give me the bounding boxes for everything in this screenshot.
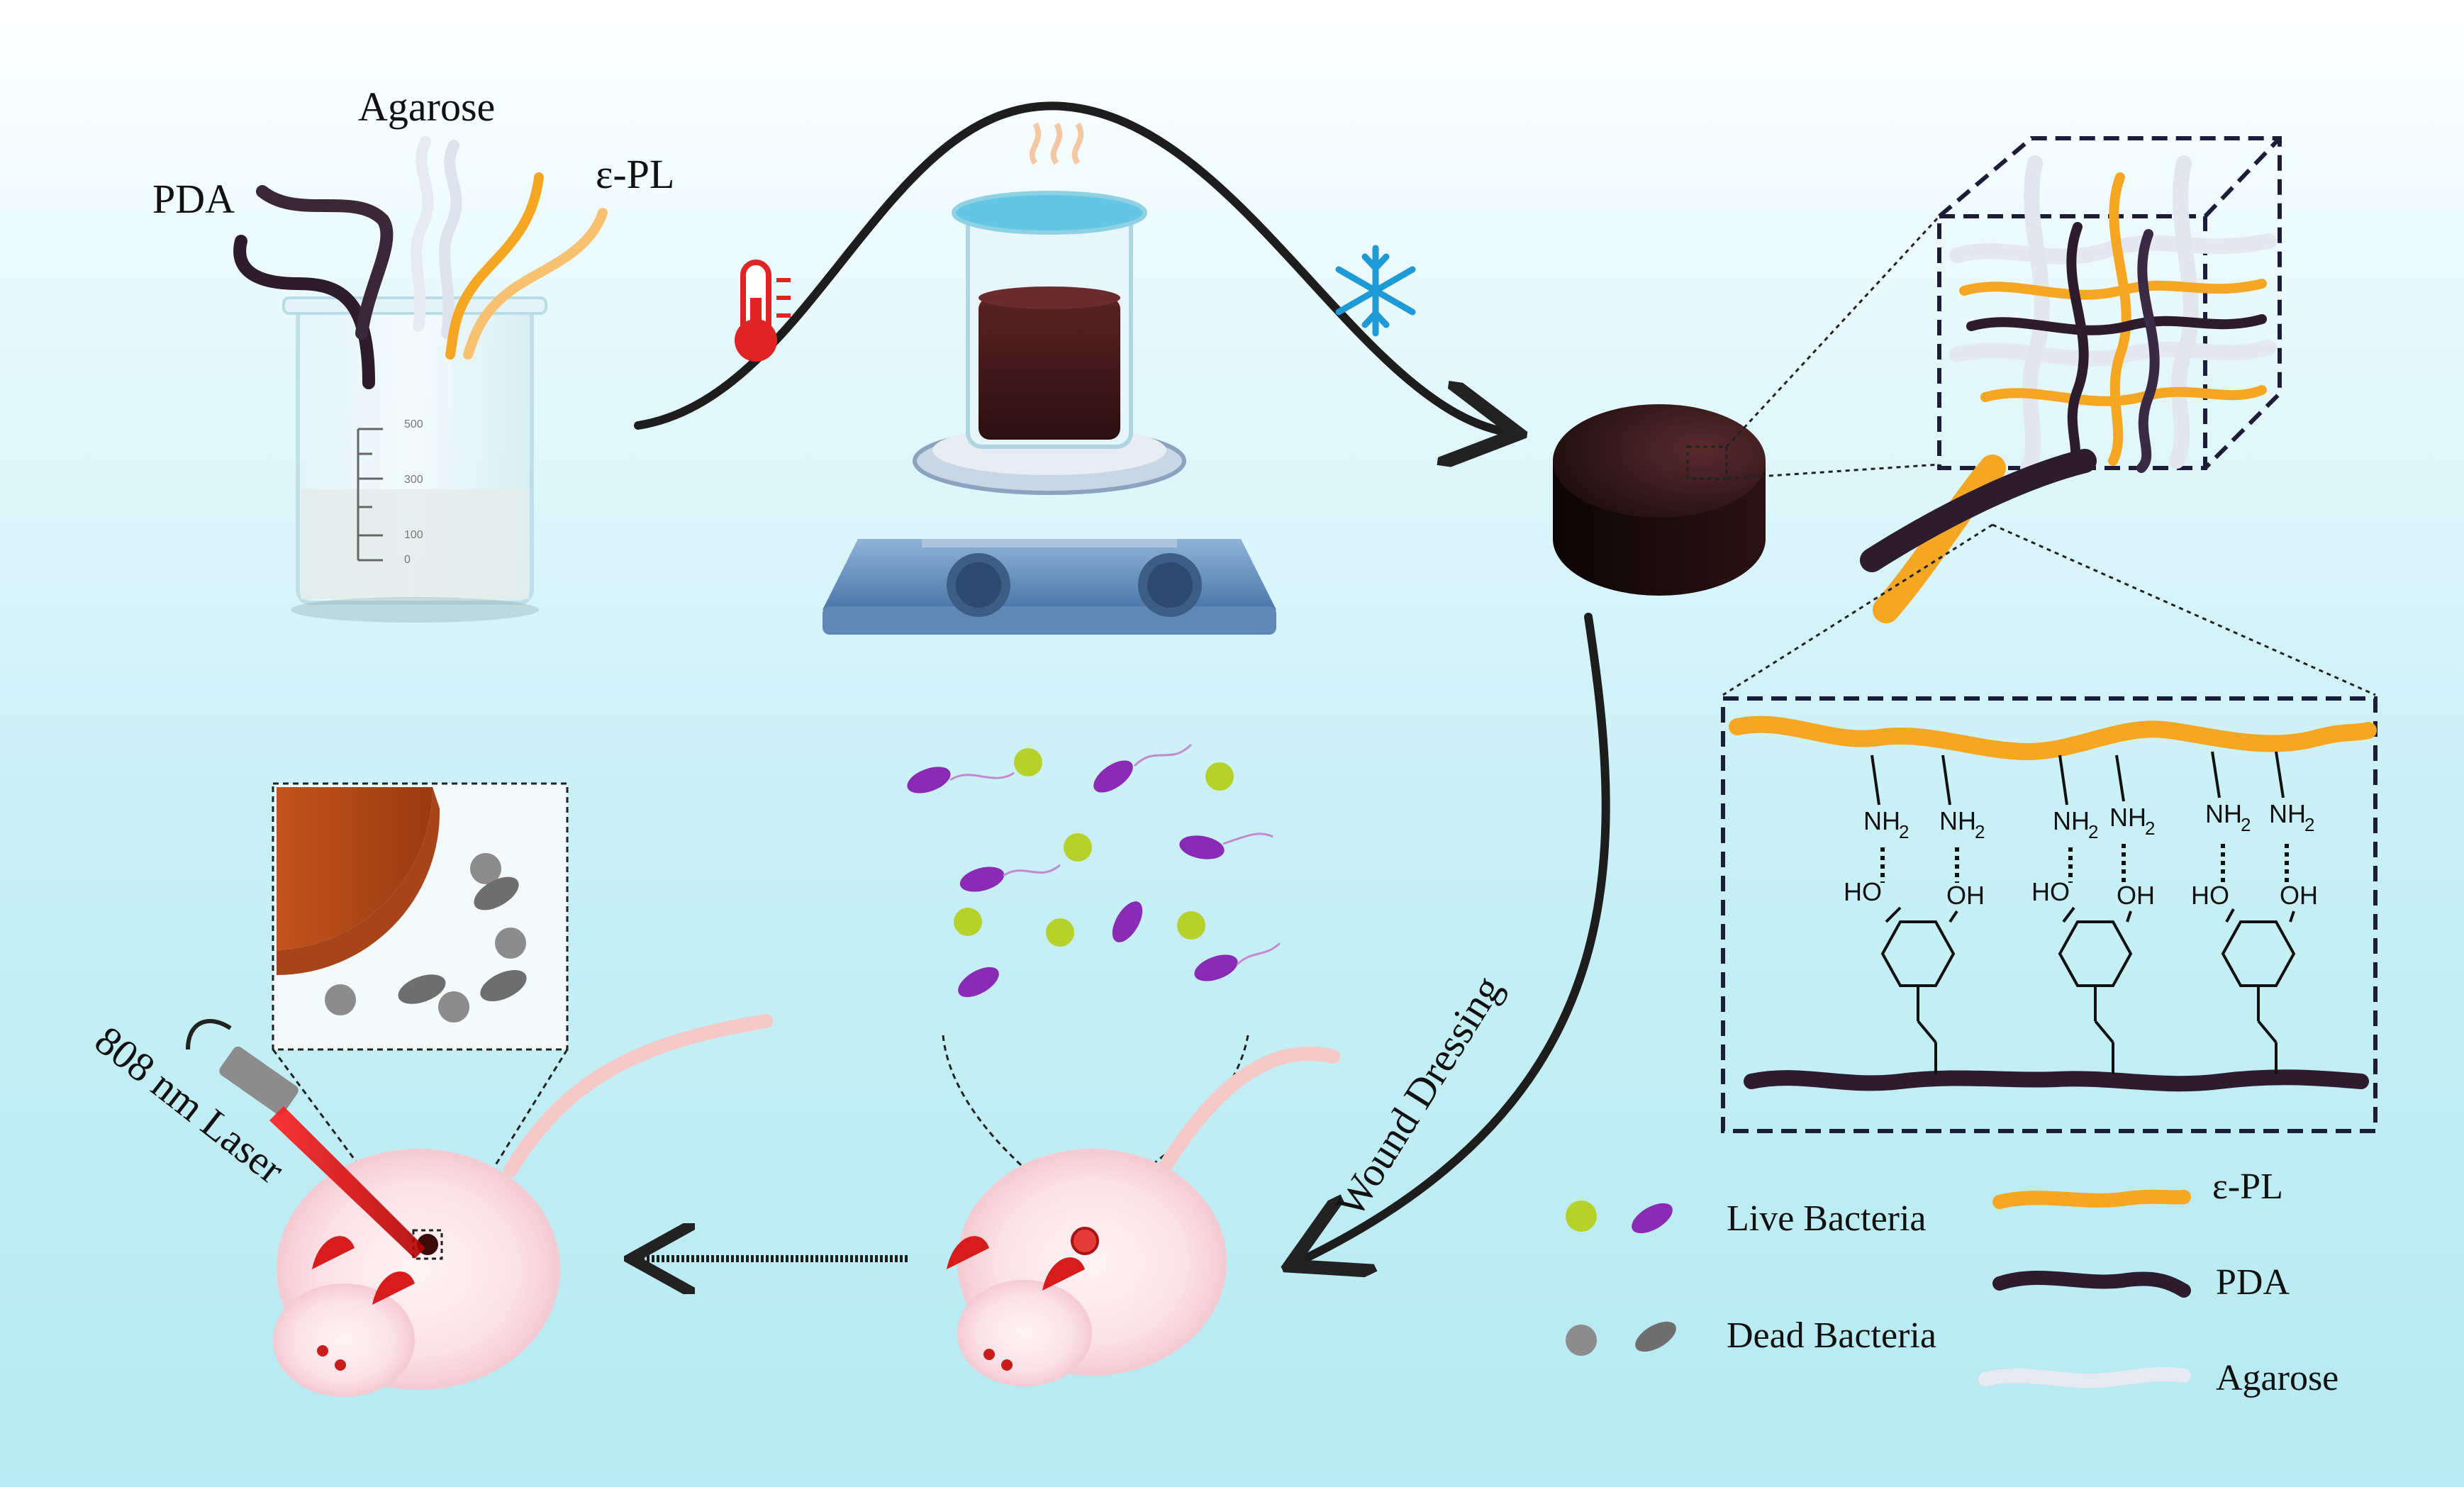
amine-1a: NH (1863, 806, 1900, 835)
catechol-unit-3: NH 2 NH 2 HO OH (2191, 751, 2318, 1074)
amine-2b: NH (2109, 803, 2146, 832)
beaker-scale (357, 428, 383, 562)
process-arc-arrow (634, 101, 1510, 433)
thermometer-icon (735, 260, 791, 362)
laser-device-icon (186, 1019, 425, 1259)
interaction-detail-box: NH 2 NH 2 HO OH NH 2 NH 2 HO (1721, 696, 2377, 1133)
heated-beaker (952, 122, 1147, 449)
amine-3a: NH (2205, 799, 2242, 828)
legend-epl-swatch (1992, 1189, 2191, 1209)
hydroxyl-1a: HO (1844, 877, 1882, 906)
detail-zoom-line-left (1722, 523, 1993, 696)
hydroxyl-2a: HO (2031, 877, 2070, 906)
legend-pda: PDA (2216, 1262, 2290, 1303)
legend-live-purple-swatch (1632, 1203, 1673, 1234)
pda-strand-2 (256, 185, 394, 340)
amine-3b: NH (2269, 799, 2306, 828)
pulled-fibers (1860, 449, 2097, 623)
zoom-line-bottom (1726, 463, 1940, 480)
label-pda: PDA (152, 176, 235, 222)
scale-100: 100 (404, 529, 423, 541)
amine-2b-sub: 2 (2145, 818, 2155, 839)
catechol-unit-1: NH 2 NH 2 HO OH (1844, 754, 1985, 1074)
scale-500: 500 (404, 418, 423, 430)
scale-0: 0 (404, 554, 411, 566)
amine-2a-sub: 2 (2088, 821, 2098, 842)
amine-3a-sub: 2 (2241, 814, 2251, 835)
legend-dead-rod-swatch (1635, 1321, 1676, 1352)
legend-live-green-swatch (1566, 1201, 1597, 1232)
mouse-wounded (947, 1046, 1340, 1386)
zoom-inset (272, 782, 569, 1051)
legend-live-bacteria: Live Bacteria (1727, 1198, 1927, 1239)
mixing-beaker: 500 300 100 0 (233, 136, 608, 623)
agarose-strand-1 (410, 136, 434, 332)
detail-zoom-line-right (1992, 523, 2376, 696)
epl-strand-2 (463, 208, 608, 360)
amine-2a: NH (2053, 806, 2090, 835)
legend-agarose-swatch (1978, 1366, 2191, 1388)
legend-epl: ε-PL (2212, 1166, 2283, 1207)
hydroxyl-3a: HO (2191, 881, 2229, 910)
snowflake-icon (1335, 245, 1416, 337)
detail-epl-chain (1729, 715, 2377, 761)
amine-1b: NH (1939, 806, 1976, 835)
zoom-line-top (1725, 215, 1941, 448)
amine-1a-sub: 2 (1899, 821, 1909, 842)
wound-dressing-arrow (1298, 613, 1610, 1262)
catechol-unit-2: NH 2 NH 2 HO OH (2031, 754, 2155, 1074)
hydroxyl-2b: OH (2117, 881, 2155, 910)
network-cube (1937, 136, 2282, 476)
hot-plate-stirrer (823, 425, 1276, 635)
detail-pda-chain (1744, 1069, 2369, 1092)
amine-1b-sub: 2 (1975, 821, 1985, 842)
legend-agarose: Agarose (2216, 1358, 2338, 1398)
legend-dead-grey-swatch (1566, 1325, 1597, 1356)
legend-pda-swatch (1992, 1271, 2191, 1298)
epl-strand-1 (445, 172, 544, 360)
hydroxyl-1b: OH (1946, 881, 1985, 910)
amine-3b-sub: 2 (2304, 814, 2314, 835)
agarose-strand-2 (438, 140, 462, 339)
legend: Live Bacteria Dead Bacteria ε-PL PDA Aga… (1566, 1166, 2338, 1398)
mouse-treated (273, 1014, 773, 1397)
label-agarose: Agarose (358, 84, 495, 130)
scale-300: 300 (404, 474, 423, 486)
legend-dead-bacteria: Dead Bacteria (1727, 1315, 1936, 1356)
label-epl: ε-PL (596, 151, 674, 197)
hydrogel-disk (1553, 404, 1766, 596)
bacteria-cluster (907, 743, 1281, 998)
hydroxyl-3b: OH (2280, 881, 2318, 910)
